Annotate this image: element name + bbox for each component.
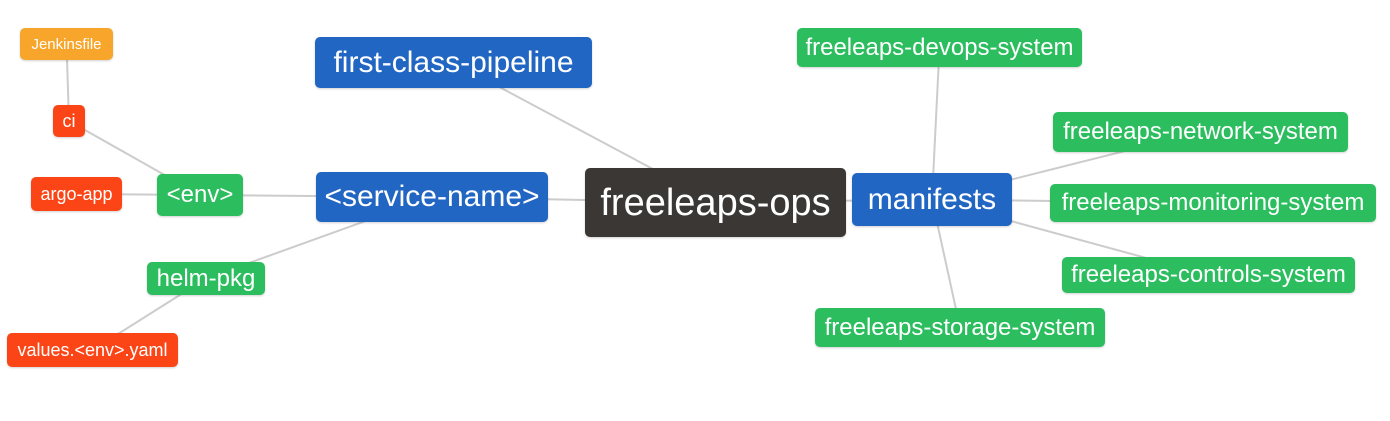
node-label-service-name: <service-name> bbox=[324, 180, 540, 213]
node-manifests[interactable]: manifests bbox=[852, 173, 1012, 226]
node-label-first-class-pipeline: first-class-pipeline bbox=[333, 45, 574, 79]
node-monitoring-system[interactable]: freeleaps-monitoring-system bbox=[1050, 184, 1376, 222]
node-storage-system[interactable]: freeleaps-storage-system bbox=[815, 308, 1105, 347]
node-label-devops-system: freeleaps-devops-system bbox=[805, 33, 1074, 61]
node-label-argo-app: argo-app bbox=[40, 184, 113, 204]
node-label-manifests: manifests bbox=[867, 182, 997, 216]
node-label-controls-system: freeleaps-controls-system bbox=[1071, 261, 1346, 288]
node-devops-system[interactable]: freeleaps-devops-system bbox=[797, 28, 1082, 67]
node-ci[interactable]: ci bbox=[53, 105, 85, 137]
node-service-name[interactable]: <service-name> bbox=[316, 172, 548, 222]
node-jenkinsfile[interactable]: Jenkinsfile bbox=[20, 28, 113, 60]
node-label-monitoring-system: freeleaps-monitoring-system bbox=[1061, 189, 1365, 216]
node-first-class-pipeline[interactable]: first-class-pipeline bbox=[315, 37, 592, 88]
node-label-helm-pkg: helm-pkg bbox=[156, 264, 256, 292]
node-env[interactable]: <env> bbox=[157, 174, 243, 216]
node-label-ci: ci bbox=[62, 111, 76, 131]
node-label-jenkinsfile: Jenkinsfile bbox=[31, 35, 102, 53]
node-label-env: <env> bbox=[166, 181, 234, 208]
node-argo-app[interactable]: argo-app bbox=[31, 177, 122, 211]
node-label-storage-system: freeleaps-storage-system bbox=[824, 313, 1096, 341]
node-label-network-system: freeleaps-network-system bbox=[1063, 118, 1338, 145]
node-controls-system[interactable]: freeleaps-controls-system bbox=[1062, 257, 1355, 293]
node-values-env-yaml[interactable]: values.<env>.yaml bbox=[7, 333, 178, 367]
node-network-system[interactable]: freeleaps-network-system bbox=[1053, 112, 1348, 152]
node-freeleaps-ops[interactable]: freeleaps-ops bbox=[585, 168, 846, 237]
node-label-freeleaps-ops: freeleaps-ops bbox=[600, 181, 831, 224]
node-label-values-env-yaml: values.<env>.yaml bbox=[17, 340, 168, 360]
node-helm-pkg[interactable]: helm-pkg bbox=[147, 262, 265, 295]
